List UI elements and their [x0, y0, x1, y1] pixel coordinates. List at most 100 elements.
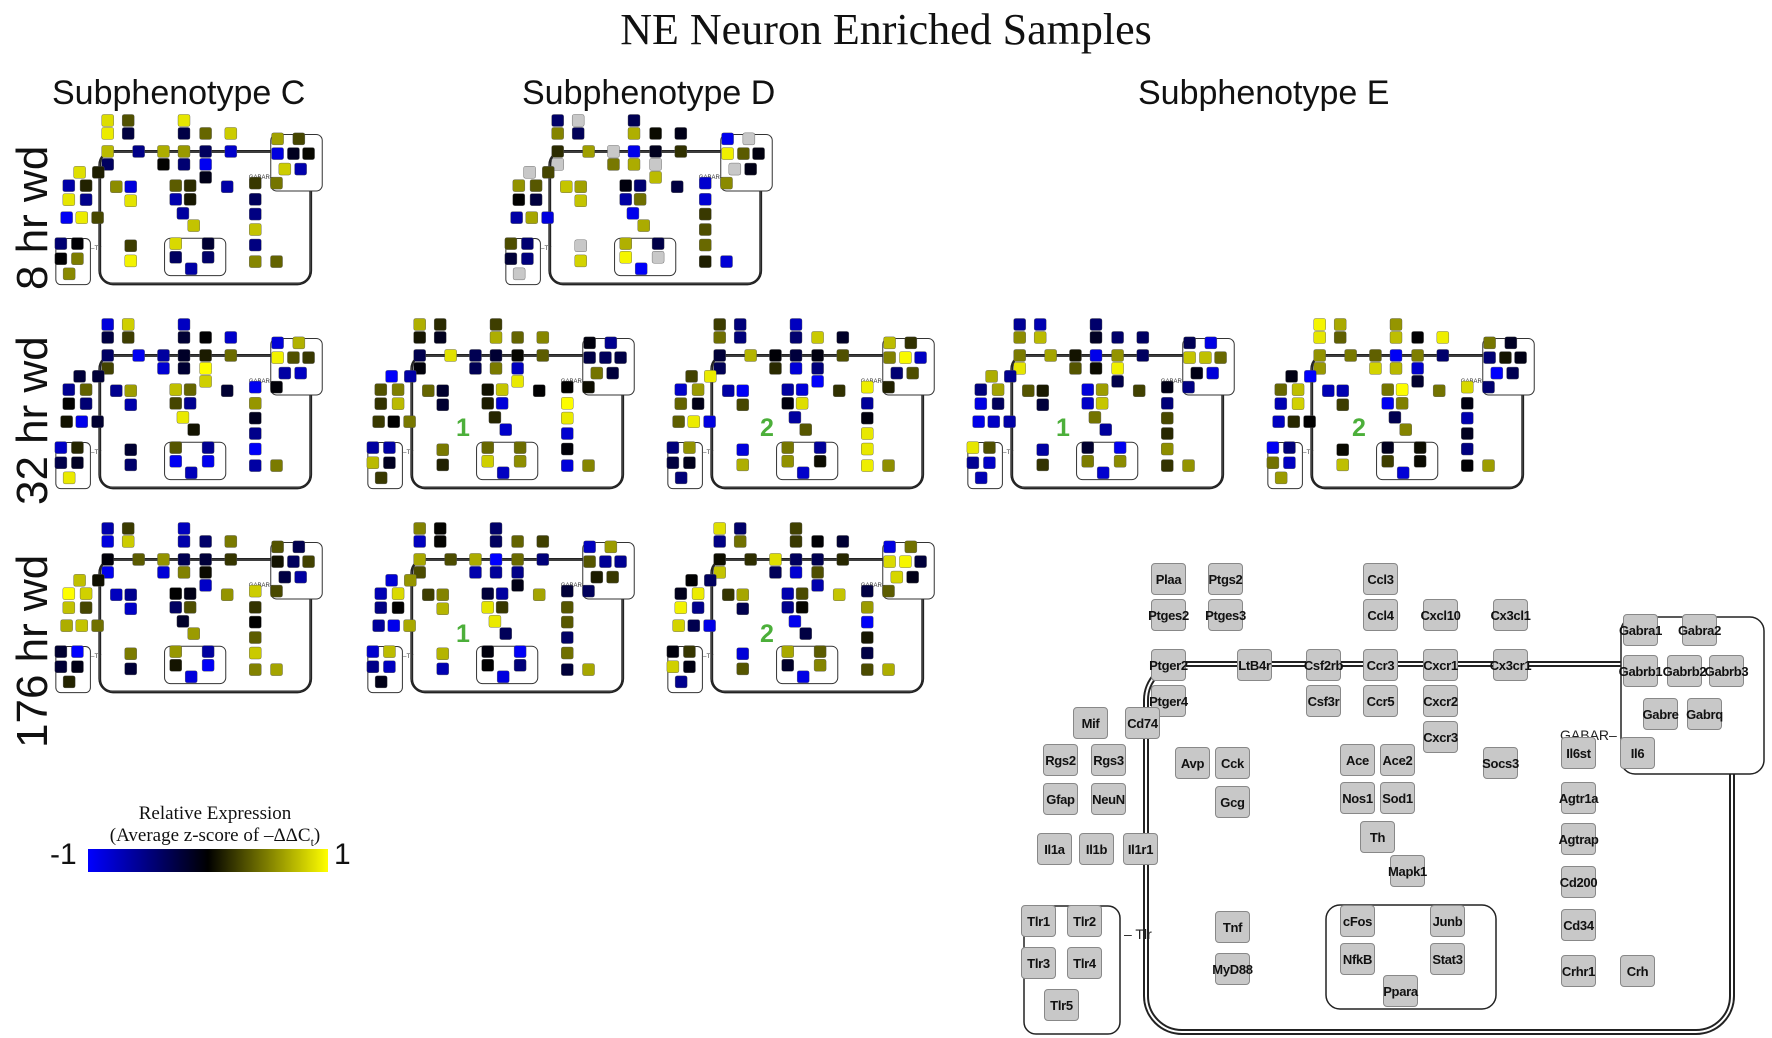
expression-square-cd74: [92, 166, 105, 179]
expression-square-mif: [685, 370, 698, 383]
expression-square-cd200: [1461, 427, 1474, 440]
expression-square-ptger2: [101, 553, 114, 566]
expression-square-agtr1a: [561, 601, 574, 614]
expression-square-crh: [882, 459, 895, 472]
expression-square-gabre: [890, 570, 904, 584]
network-panel-c-176hr: GABAR––Tlr: [54, 522, 323, 694]
expression-square-cxcr1: [811, 349, 824, 362]
expression-square-nfkb: [619, 251, 632, 264]
expression-square-gabra1: [1183, 336, 1196, 350]
expression-square-avp: [722, 384, 735, 397]
gene-node-gabrb1: Gabrb1: [1619, 655, 1663, 687]
expression-square-rgs3: [79, 587, 93, 600]
panel-label-d1-32: 1: [456, 414, 470, 442]
expression-square-tlr4: [1283, 456, 1296, 469]
expression-square-gabre: [590, 570, 604, 584]
expression-square-gabrb2: [1499, 351, 1512, 364]
expression-square-cd74: [92, 574, 105, 587]
gene-node-rgs2: Rgs2: [1043, 744, 1078, 776]
expression-square-cxcr2: [811, 566, 824, 579]
gene-node-crh: Crh: [1620, 955, 1655, 987]
expression-square-junb: [201, 237, 215, 250]
expression-square-ptger2: [101, 145, 114, 158]
expression-square-tlr3: [966, 456, 980, 469]
expression-square-tnf: [124, 443, 137, 456]
expression-square-avp: [560, 180, 573, 193]
expression-square-crh: [582, 459, 595, 472]
expression-square-mif: [73, 166, 86, 179]
expression-square-cfos: [781, 645, 794, 658]
expression-square-sod1: [633, 193, 647, 206]
expression-square-cxcl10: [511, 535, 524, 548]
expression-square-ccl4: [177, 331, 191, 344]
expression-square-gabrq: [906, 570, 919, 584]
expression-square-gabrq: [1506, 366, 1519, 380]
expression-square-ccr5: [1389, 362, 1403, 375]
gene-node-th: Th: [1360, 821, 1395, 853]
network-panel-c-8hr: GABAR––Tlr: [54, 114, 323, 286]
expression-square-sod1: [495, 397, 509, 410]
expression-square-tlr4: [683, 660, 696, 673]
expression-square-ccr5: [789, 362, 803, 375]
expression-square-ccl3: [789, 522, 803, 535]
expression-square-rgs2: [62, 383, 76, 396]
expression-square-csf3r: [157, 566, 170, 579]
expression-square-agtrap: [249, 615, 262, 629]
expression-square-crhr1: [561, 459, 574, 472]
expression-square-il1a: [1272, 415, 1285, 428]
expression-square-socs3: [532, 588, 546, 601]
expression-square-cxcr3: [811, 375, 824, 388]
expression-square-cd74: [404, 574, 417, 587]
gene-node-il1a: Il1a: [1037, 833, 1072, 865]
gene-node-cx3cl1: Cx3cl1: [1490, 599, 1531, 631]
gene-node-ppara: Ppara: [1383, 975, 1418, 1007]
expression-square-plaa: [1013, 318, 1026, 331]
expression-square-il6st: [249, 584, 262, 598]
expression-square-ptger4: [413, 362, 426, 375]
expression-square-tlr5: [374, 471, 388, 485]
expression-square-ace: [169, 587, 182, 600]
expression-square-il1a: [672, 415, 685, 428]
expression-square-il1b: [75, 415, 88, 428]
expression-square-gabre: [728, 162, 742, 176]
expression-square-tlr1: [666, 645, 680, 658]
expression-square-agtrap: [249, 207, 262, 221]
expression-square-tnf: [1036, 443, 1049, 456]
expression-square-stat3: [651, 251, 665, 264]
expression-square-sod1: [1095, 397, 1109, 410]
expression-square-cxcr1: [511, 553, 524, 566]
gene-node-cd34: Cd34: [1561, 909, 1596, 941]
panel-label-d2-176: 2: [760, 620, 774, 648]
expression-square-ccr5: [789, 566, 803, 579]
expression-square-sod1: [183, 193, 197, 206]
tlr-label: –Tlr: [1303, 450, 1313, 456]
expression-square-tlr2: [521, 237, 534, 250]
expression-square-cck: [436, 588, 449, 601]
expression-square-ccl4: [627, 127, 641, 140]
expression-square-tlr5: [974, 471, 988, 485]
expression-square-gabrq: [294, 366, 307, 380]
expression-square-crhr1: [249, 663, 262, 676]
expression-square-cfos: [169, 645, 182, 658]
expression-square-il1b: [75, 619, 88, 632]
expression-square-ace: [619, 179, 632, 192]
expression-square-mif: [985, 370, 998, 383]
tlr-label: –Tlr: [403, 654, 413, 660]
expression-square-ptges3: [433, 331, 447, 344]
expression-square-cfos: [619, 237, 632, 250]
expression-square-mapk1: [637, 219, 650, 232]
expression-square-gabrb3: [614, 555, 627, 568]
expression-square-gabrq: [744, 162, 757, 176]
expression-square-cd74: [404, 370, 417, 383]
expression-square-nfkb: [481, 455, 494, 468]
expression-square-cxcl10: [811, 535, 824, 548]
expression-square-gabrb3: [1514, 351, 1527, 364]
gene-node-cx3cr1: Cx3cr1: [1490, 649, 1532, 681]
expression-square-plaa: [413, 318, 426, 331]
expression-square-tlr3: [666, 660, 680, 673]
expression-square-cx3cr1: [674, 145, 688, 158]
expression-square-nos1: [481, 601, 494, 614]
expression-square-ace: [1081, 383, 1094, 396]
expression-square-cfos: [169, 441, 182, 454]
